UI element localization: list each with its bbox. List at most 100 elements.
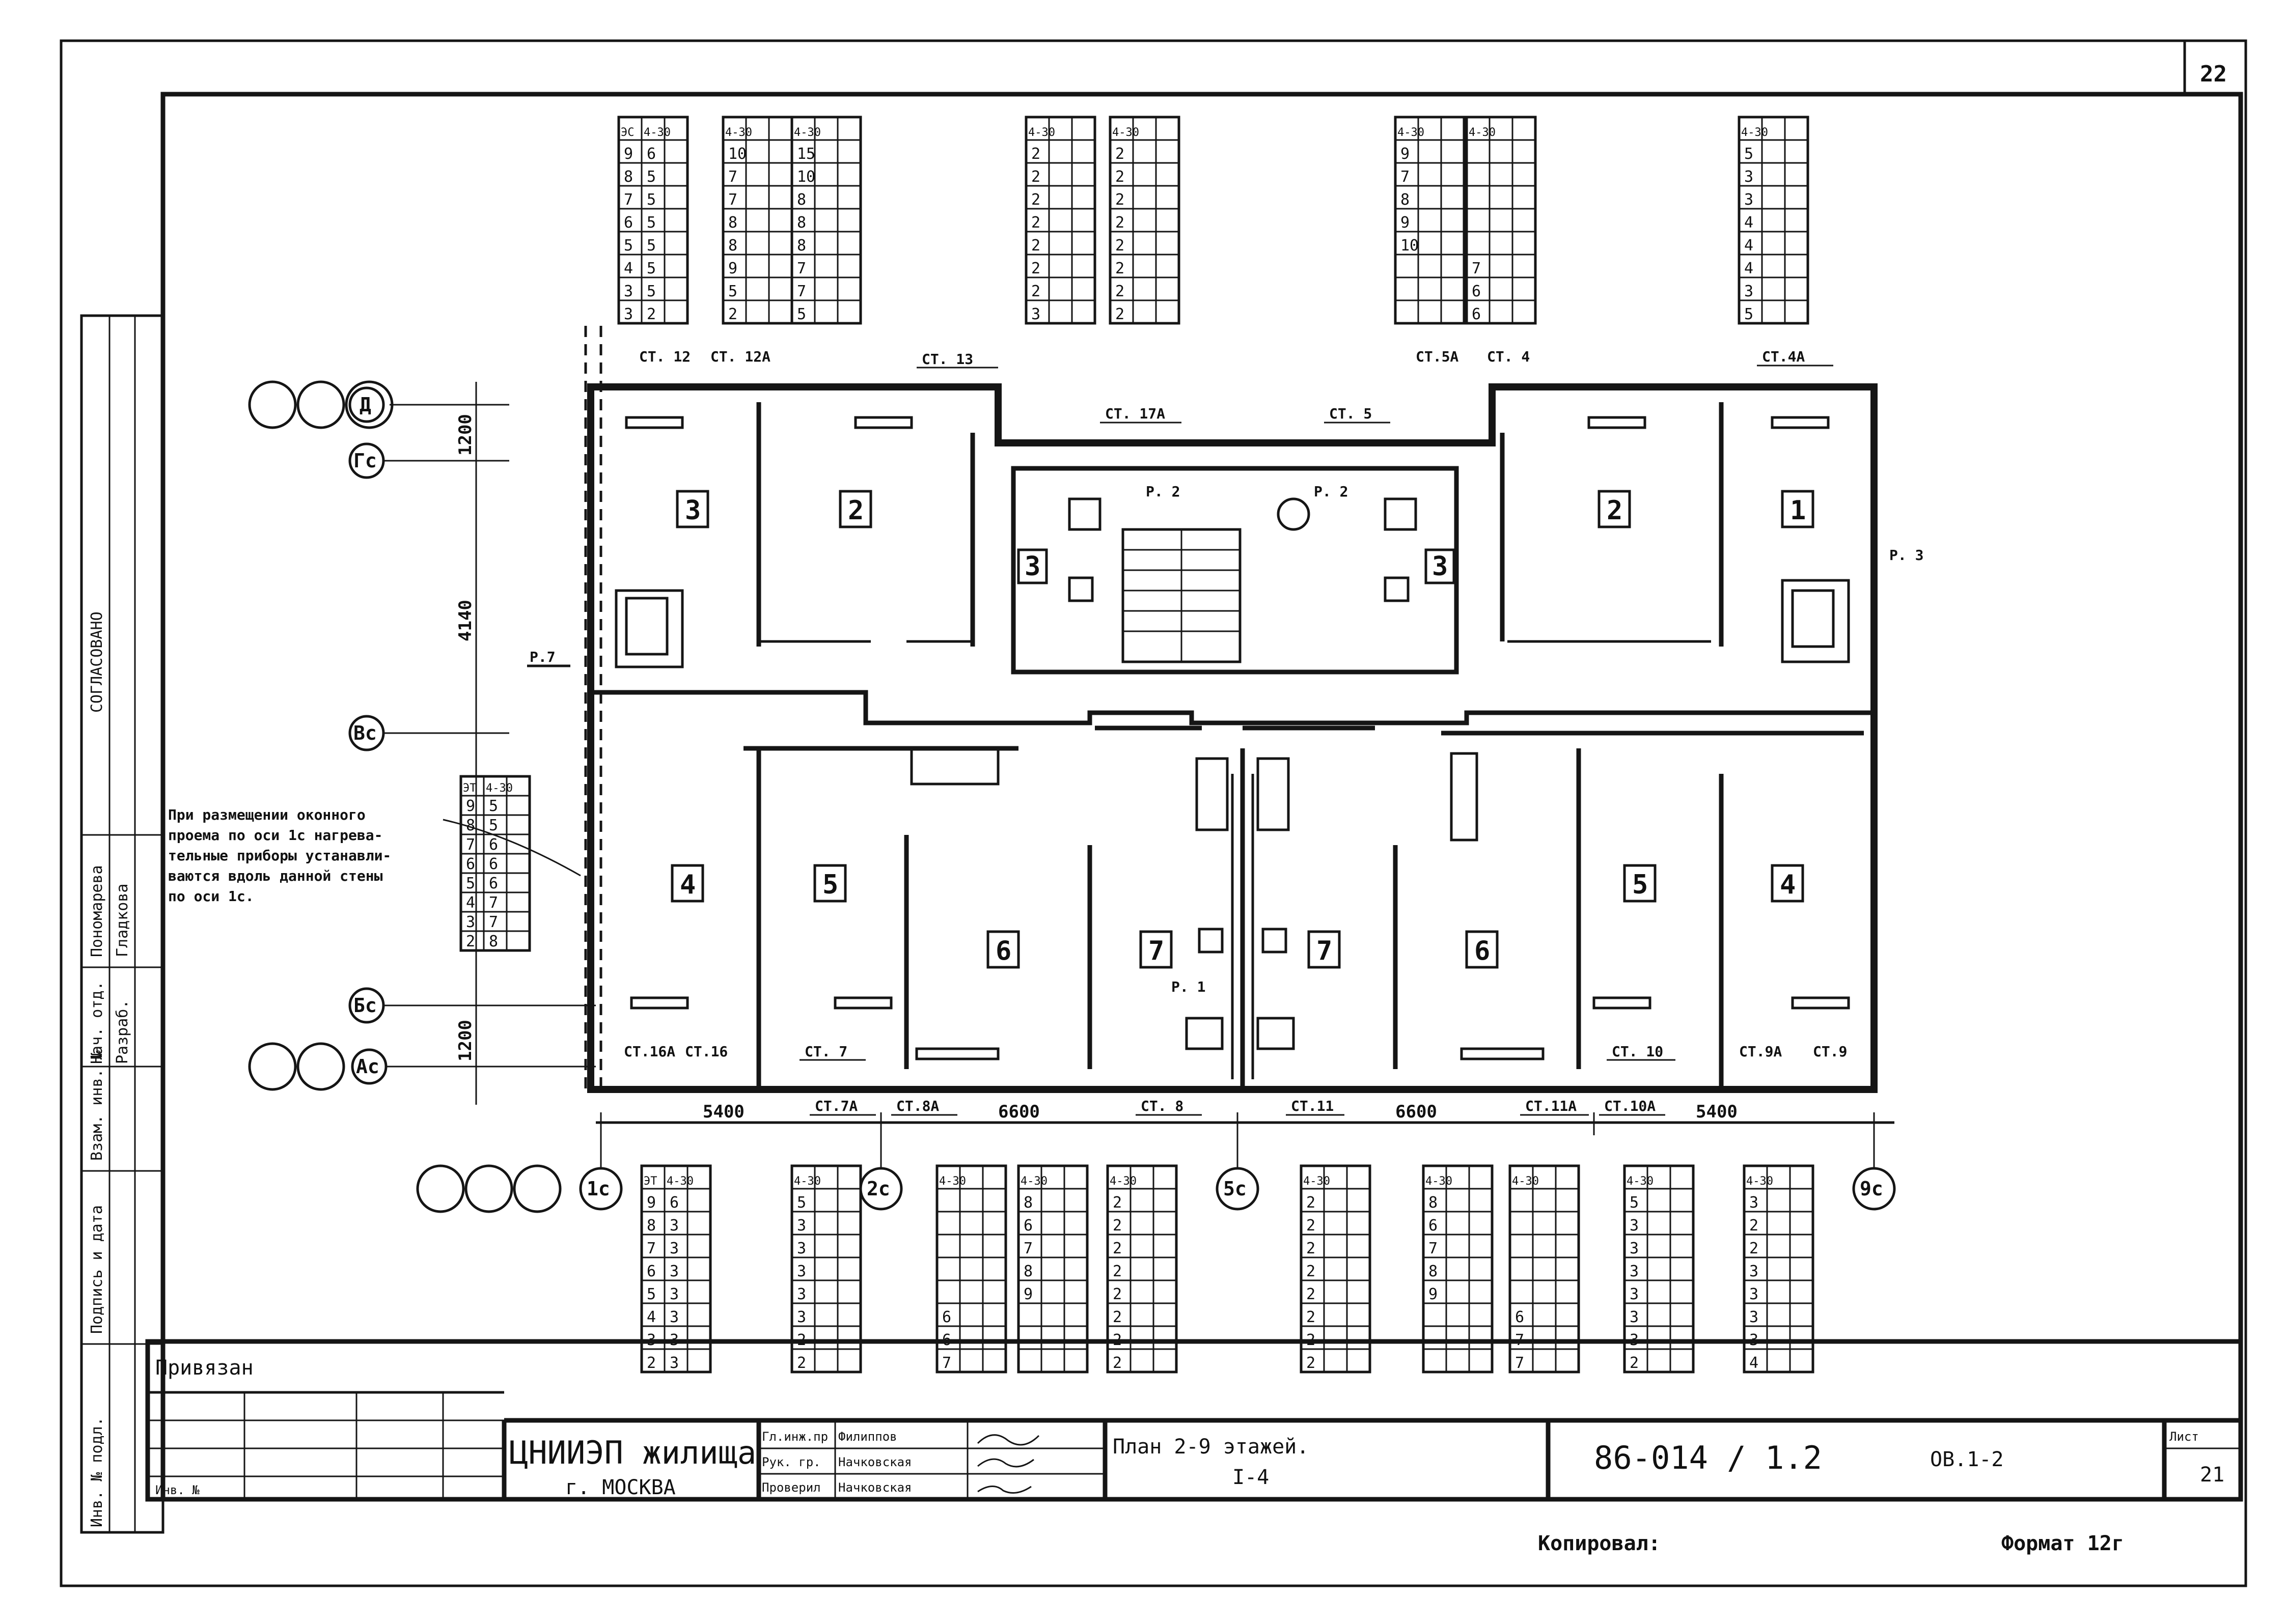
- top-table-3-cell: 2: [1031, 237, 1040, 255]
- bottom-table-7-cell: 7: [1515, 1354, 1524, 1372]
- margin-inv-podl: Инв. № подл.: [88, 1417, 106, 1527]
- bottom-table-0-cell: 3: [670, 1285, 679, 1303]
- top-table-0-cell: 7: [624, 191, 633, 209]
- top-table-3-cell: 2: [1031, 283, 1040, 300]
- bottom-table-7-frame: [1508, 1164, 1580, 1374]
- top-table-0-cell: 6: [647, 145, 656, 163]
- top-table-1-header: 4-30: [725, 126, 752, 139]
- top-table-3-cell: 2: [1031, 260, 1040, 277]
- tb-city: г. МОСКВА: [565, 1476, 676, 1499]
- top-table-5-header: 4-30: [1397, 126, 1424, 139]
- margin-razrab: Разраб.: [114, 1000, 131, 1064]
- top-table-1-cell: 5: [728, 283, 737, 300]
- dim-v1: 1200: [455, 414, 476, 456]
- top-table-3-header: 4-30: [1028, 126, 1055, 139]
- room-stair-right: 3: [1432, 551, 1448, 582]
- room-bot-4l: 4: [680, 870, 696, 900]
- top-table-7-cell: 4: [1744, 237, 1753, 255]
- bottom-table-5-cell: 2: [1306, 1217, 1315, 1235]
- left-margin-strip: Инв. № подл. Подпись и дата Взам. инв. №…: [80, 314, 164, 1534]
- riser-st13: СТ. 13: [922, 351, 973, 368]
- top-table-0-header: ЭС: [621, 126, 635, 139]
- bottom-table-6-cell: 7: [1428, 1240, 1438, 1257]
- bottom-table-0-header: ЭТ: [644, 1175, 657, 1188]
- bottom-table-0-cell: 3: [670, 1240, 679, 1257]
- margin-vzam: Взам. инв. №: [88, 1050, 106, 1161]
- top-table-0-cell: 3: [624, 305, 633, 323]
- riser-st16a: СТ.16А: [624, 1043, 675, 1060]
- signature-3: [977, 1486, 1032, 1494]
- bottom-table-6-cell: 8: [1428, 1263, 1438, 1280]
- pipe-label-d: Д: [360, 394, 371, 416]
- note-line-1: При размещении оконного: [168, 806, 366, 823]
- bottom-table-0-cell: 2: [647, 1354, 656, 1372]
- bottom-table-4-cell: 2: [1113, 1263, 1122, 1280]
- top-table-7-cell: 4: [1744, 260, 1753, 277]
- top-table-0-cell: 3: [624, 283, 633, 300]
- bottom-table-8-frame: [1623, 1164, 1695, 1374]
- bottom-table-3-cell: 8: [1024, 1263, 1033, 1280]
- bottom-table-6-cell: 8: [1428, 1194, 1438, 1212]
- top-table-1-cell: 7: [728, 168, 737, 186]
- left-table-cell: 5: [489, 817, 498, 834]
- bottom-table-6-frame: [1422, 1164, 1494, 1374]
- riser-st4: СТ. 4: [1487, 348, 1530, 365]
- horizontal-dimensions: 5400 6600 6600 5400 1с 2с 5с 9с: [579, 1102, 1896, 1211]
- top-table-3-cell: 2: [1031, 168, 1040, 186]
- top-table-7-cell: 5: [1744, 145, 1753, 163]
- top-table-0-cell: 8: [624, 168, 633, 186]
- riser-st11a: СТ.11А: [1525, 1098, 1577, 1114]
- left-table-cell: 9: [466, 797, 475, 815]
- bottom-table-1-cell: 3: [797, 1285, 806, 1303]
- bottom-table-9-cell: 2: [1749, 1240, 1758, 1257]
- bottom-table-4-cell: 2: [1113, 1354, 1122, 1372]
- title-block: Привязан Инв. № ЦНИИЭП жилища г. МОСКВА …: [145, 1339, 2243, 1555]
- bottom-table-6-cell: 9: [1428, 1285, 1438, 1303]
- top-table-0-cell: 9: [624, 145, 633, 163]
- bottom-table-4-cell: 2: [1113, 1194, 1122, 1212]
- vertical-dimensions: 1200 4140 1200: [455, 382, 486, 1105]
- top-table-6-cell: 6: [1472, 305, 1481, 323]
- bottom-table-5-cell: 2: [1306, 1263, 1315, 1280]
- top-table-2-cell: 8: [797, 237, 806, 255]
- bottom-table-8-cell: 3: [1630, 1217, 1639, 1235]
- top-table-7-cell: 3: [1744, 283, 1753, 300]
- axis-9c: 9с: [1860, 1178, 1883, 1200]
- note-line-2: проема по оси 1с нагрева-: [168, 827, 382, 844]
- top-table-7-frame: [1738, 116, 1809, 325]
- left-table-cell: 6: [489, 875, 498, 892]
- top-table-0-cell: 5: [647, 237, 656, 255]
- left-table-cell: 4: [466, 894, 475, 912]
- bottom-table-1-cell: 3: [797, 1308, 806, 1326]
- bottom-table-4-cell: 2: [1113, 1217, 1122, 1235]
- left-table-cell: 8: [466, 817, 475, 834]
- bottom-table-6-cell: 6: [1428, 1217, 1438, 1235]
- dim-h2: 6600: [998, 1102, 1040, 1122]
- signature-2: [977, 1458, 1034, 1468]
- pipe-legend: Д Гс Вс Бс Ас: [248, 380, 596, 1213]
- room-tl-a: 3: [685, 495, 701, 526]
- room-tr-a: 2: [1607, 495, 1622, 526]
- left-table-cell: 7: [489, 913, 498, 931]
- bottom-table-2-frame: [935, 1164, 1007, 1374]
- sheet-corner-number: 22: [2200, 61, 2227, 87]
- bottom-table-9-cell: 4: [1749, 1354, 1758, 1372]
- bottom-table-5-header: 4-30: [1303, 1175, 1330, 1188]
- top-table-4-cell: 2: [1115, 305, 1124, 323]
- tb-role-2: Рук. гр.: [762, 1455, 821, 1469]
- room-tr-b: 1: [1790, 495, 1806, 526]
- left-table-frame: [459, 775, 531, 952]
- tb-sheet-title: План 2-9 этажей.: [1113, 1435, 1309, 1459]
- top-table-0-cell: 6: [624, 214, 633, 232]
- bottom-table-0-cell: 6: [647, 1263, 656, 1280]
- bottom-table-4-header: 4-30: [1110, 1175, 1137, 1188]
- room-bot-6l: 6: [996, 936, 1011, 966]
- bottom-table-1-cell: 3: [797, 1263, 806, 1280]
- bottom-table-4-cell: 2: [1113, 1285, 1122, 1303]
- left-table-cell: 7: [489, 894, 498, 912]
- heater-note: При размещении оконного проема по оси 1с…: [168, 806, 581, 905]
- bottom-table-1-frame: [790, 1164, 862, 1374]
- riser-st4a: СТ.4А: [1762, 348, 1805, 365]
- left-table-cell: 6: [489, 855, 498, 873]
- top-table-4-cell: 2: [1115, 260, 1124, 277]
